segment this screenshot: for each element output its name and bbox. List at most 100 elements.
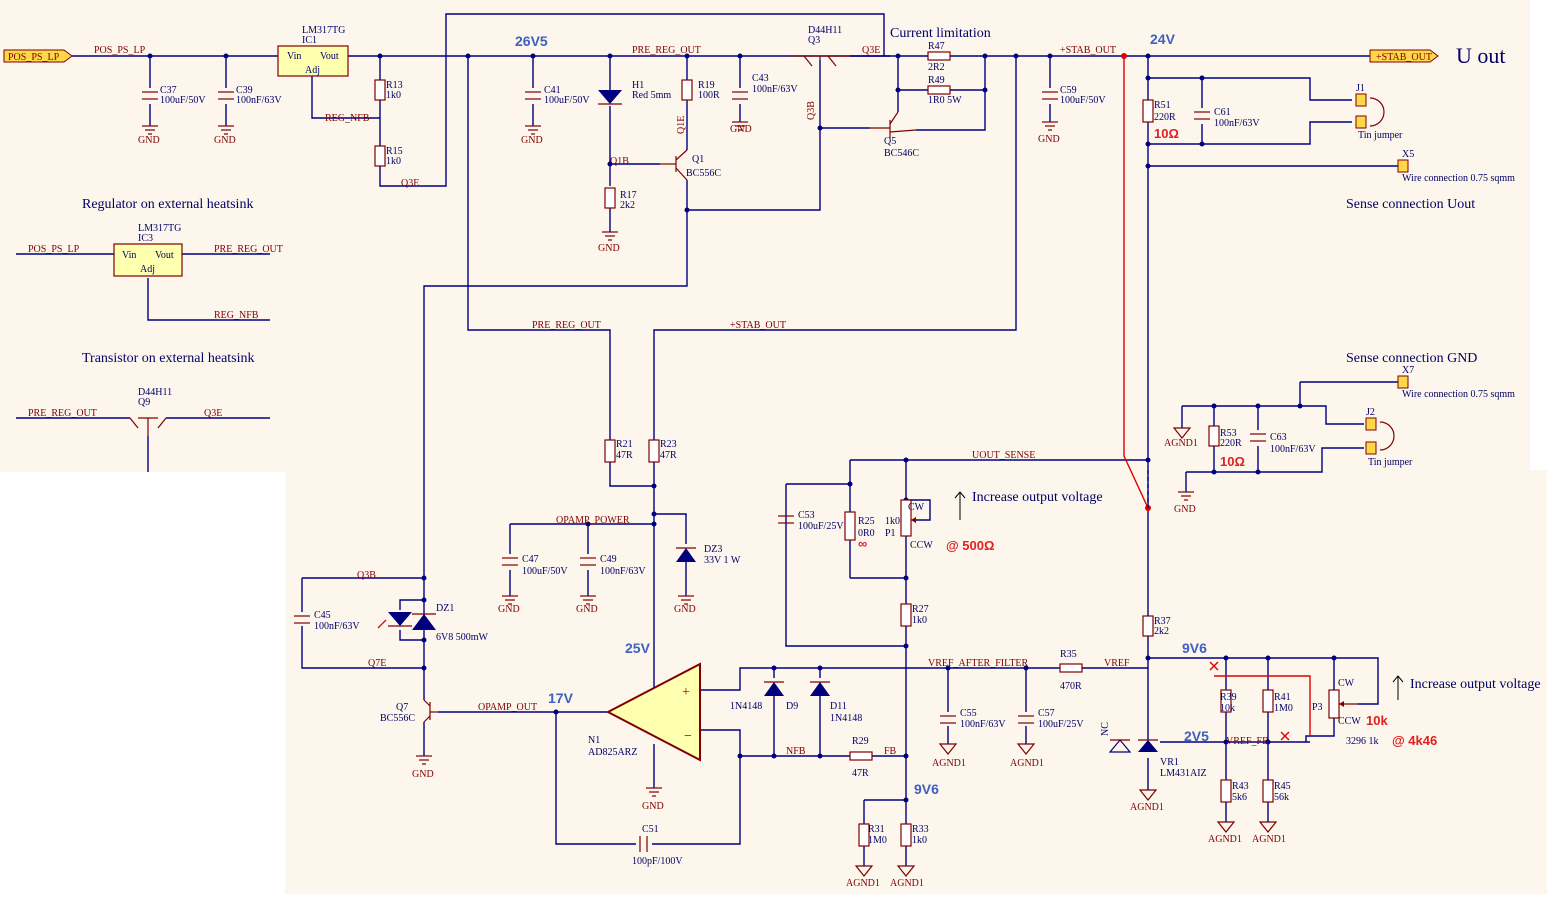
svg-text:6V8 500mW: 6V8 500mW (436, 632, 489, 643)
svg-text:AGND1: AGND1 (890, 878, 924, 889)
svg-text:Vout: Vout (155, 250, 174, 261)
svg-text:GND: GND (412, 769, 434, 780)
red-p3-note: 10k (1366, 713, 1388, 728)
note-regulator-heatsink: Regulator on external heatsink (82, 197, 253, 212)
svg-text:D11: D11 (830, 701, 847, 712)
svg-text:AGND1: AGND1 (1130, 802, 1164, 813)
svg-text:AGND1: AGND1 (932, 758, 966, 769)
svg-text:R21: R21 (616, 439, 633, 450)
svg-text:GND: GND (214, 135, 236, 146)
note-increase-voltage-1: Increase output voltage (972, 490, 1103, 505)
svg-text:100uF/50V: 100uF/50V (160, 95, 206, 106)
svg-text:C47: C47 (522, 554, 539, 565)
port-output-label: +STAB_OUT (1376, 52, 1432, 63)
svg-text:Adj: Adj (305, 65, 320, 76)
svg-text:100nF/63V: 100nF/63V (314, 621, 360, 632)
svg-text:100pF/100V: 100pF/100V (632, 856, 683, 867)
svg-text:1R0 5W: 1R0 5W (928, 95, 962, 106)
svg-text:PRE_REG_OUT: PRE_REG_OUT (632, 45, 701, 56)
svg-text:UOUT_SENSE: UOUT_SENSE (972, 450, 1035, 461)
svg-text:REG_NFB: REG_NFB (325, 113, 370, 124)
svg-text:R19: R19 (698, 80, 715, 91)
svg-text:Q3E: Q3E (401, 178, 419, 189)
svg-text:1k0: 1k0 (885, 516, 900, 527)
svg-text:C55: C55 (960, 708, 977, 719)
svg-text:P3: P3 (1312, 702, 1323, 713)
svg-text:C41: C41 (544, 85, 561, 96)
port-output: +STAB_OUT (1369, 49, 1439, 63)
svg-text:GND: GND (642, 801, 664, 812)
svg-text:Q1B: Q1B (610, 156, 629, 167)
svg-text:GND: GND (521, 135, 543, 146)
junctions (147, 53, 1337, 803)
svg-text:−: − (684, 729, 692, 744)
svg-text:VREF_AFTER_FILTER: VREF_AFTER_FILTER (928, 658, 1029, 669)
svg-text:220R: 220R (1220, 438, 1242, 449)
svg-text:CW: CW (908, 502, 925, 513)
svg-text:R27: R27 (912, 604, 929, 615)
voltage-17v: 17V (548, 690, 574, 706)
svg-text:AGND1: AGND1 (1208, 834, 1242, 845)
svg-text:Q3E: Q3E (862, 45, 880, 56)
port-input-label: POS_PS_LP (8, 52, 60, 63)
voltage-24v: 24V (1150, 31, 1176, 47)
svg-text:100nF/63V: 100nF/63V (752, 84, 798, 95)
note-current-limitation: Current limitation (890, 26, 991, 41)
svg-text:100uF/25V: 100uF/25V (798, 521, 844, 532)
svg-text:0R0: 0R0 (858, 528, 875, 539)
svg-text:R31: R31 (868, 824, 885, 835)
note-transistor-heatsink: Transistor on external heatsink (82, 351, 255, 366)
svg-text:C61: C61 (1214, 107, 1231, 118)
svg-text:Q3: Q3 (808, 35, 820, 46)
svg-text:Q5: Q5 (884, 136, 896, 147)
svg-text:220R: 220R (1154, 112, 1176, 123)
wires (16, 13, 1398, 866)
svg-text:C59: C59 (1060, 85, 1077, 96)
voltage-2v5: 2V5 (1184, 728, 1209, 744)
svg-text:Tin jumper: Tin jumper (1358, 130, 1403, 141)
svg-text:AGND1: AGND1 (1164, 438, 1198, 449)
net-labels: POS_PS_LP PRE_REG_OUT +STAB_OUT REG_NFB … (28, 45, 1269, 757)
svg-text:DZ3: DZ3 (704, 544, 722, 555)
svg-text:100nF/63V: 100nF/63V (1270, 444, 1316, 455)
svg-text:R23: R23 (660, 439, 677, 450)
voltage-26v5: 26V5 (515, 33, 548, 49)
svg-text:OPAMP_POWER: OPAMP_POWER (556, 515, 630, 526)
svg-text:2k2: 2k2 (620, 200, 635, 211)
svg-text:BC556C: BC556C (686, 168, 721, 179)
svg-text:C51: C51 (642, 824, 659, 835)
svg-text:47R: 47R (660, 450, 677, 461)
svg-text:+STAB_OUT: +STAB_OUT (1060, 45, 1116, 56)
svg-text:D9: D9 (786, 701, 798, 712)
svg-text:D44H11: D44H11 (138, 387, 172, 398)
svg-text:Q9: Q9 (138, 397, 150, 408)
svg-text:100nF/63V: 100nF/63V (600, 566, 646, 577)
sheet-panel-top (0, 0, 1120, 472)
svg-text:R41: R41 (1274, 692, 1291, 703)
svg-text:R47: R47 (928, 41, 945, 52)
svg-text:H1: H1 (632, 80, 644, 91)
svg-text:Tin jumper: Tin jumper (1368, 457, 1413, 468)
svg-text:1k0: 1k0 (386, 90, 401, 101)
svg-text:LM431AIZ: LM431AIZ (1160, 768, 1207, 779)
svg-text:Red 5mm: Red 5mm (632, 90, 671, 101)
svg-text:47R: 47R (852, 768, 869, 779)
svg-text:NC: NC (1100, 722, 1111, 736)
svg-text:R29: R29 (852, 736, 869, 747)
svg-text:100uF/25V: 100uF/25V (1038, 719, 1084, 730)
svg-text:GND: GND (1174, 504, 1196, 515)
svg-text:100nF/63V: 100nF/63V (1214, 118, 1260, 129)
resistors (374, 51, 1358, 847)
opamp-n1: + − (605, 662, 701, 762)
svg-text:470R: 470R (1060, 681, 1082, 692)
red-modifications (1121, 53, 1311, 741)
ground-symbols (142, 121, 1278, 877)
svg-text:J1: J1 (1356, 83, 1365, 94)
svg-text:CCW: CCW (1338, 716, 1361, 727)
svg-text:R25: R25 (858, 516, 875, 527)
voltage-9v6-b: 9V6 (914, 781, 939, 797)
svg-text:X7: X7 (1402, 365, 1414, 376)
svg-text:R45: R45 (1274, 781, 1291, 792)
svg-text:DZ1: DZ1 (436, 603, 454, 614)
